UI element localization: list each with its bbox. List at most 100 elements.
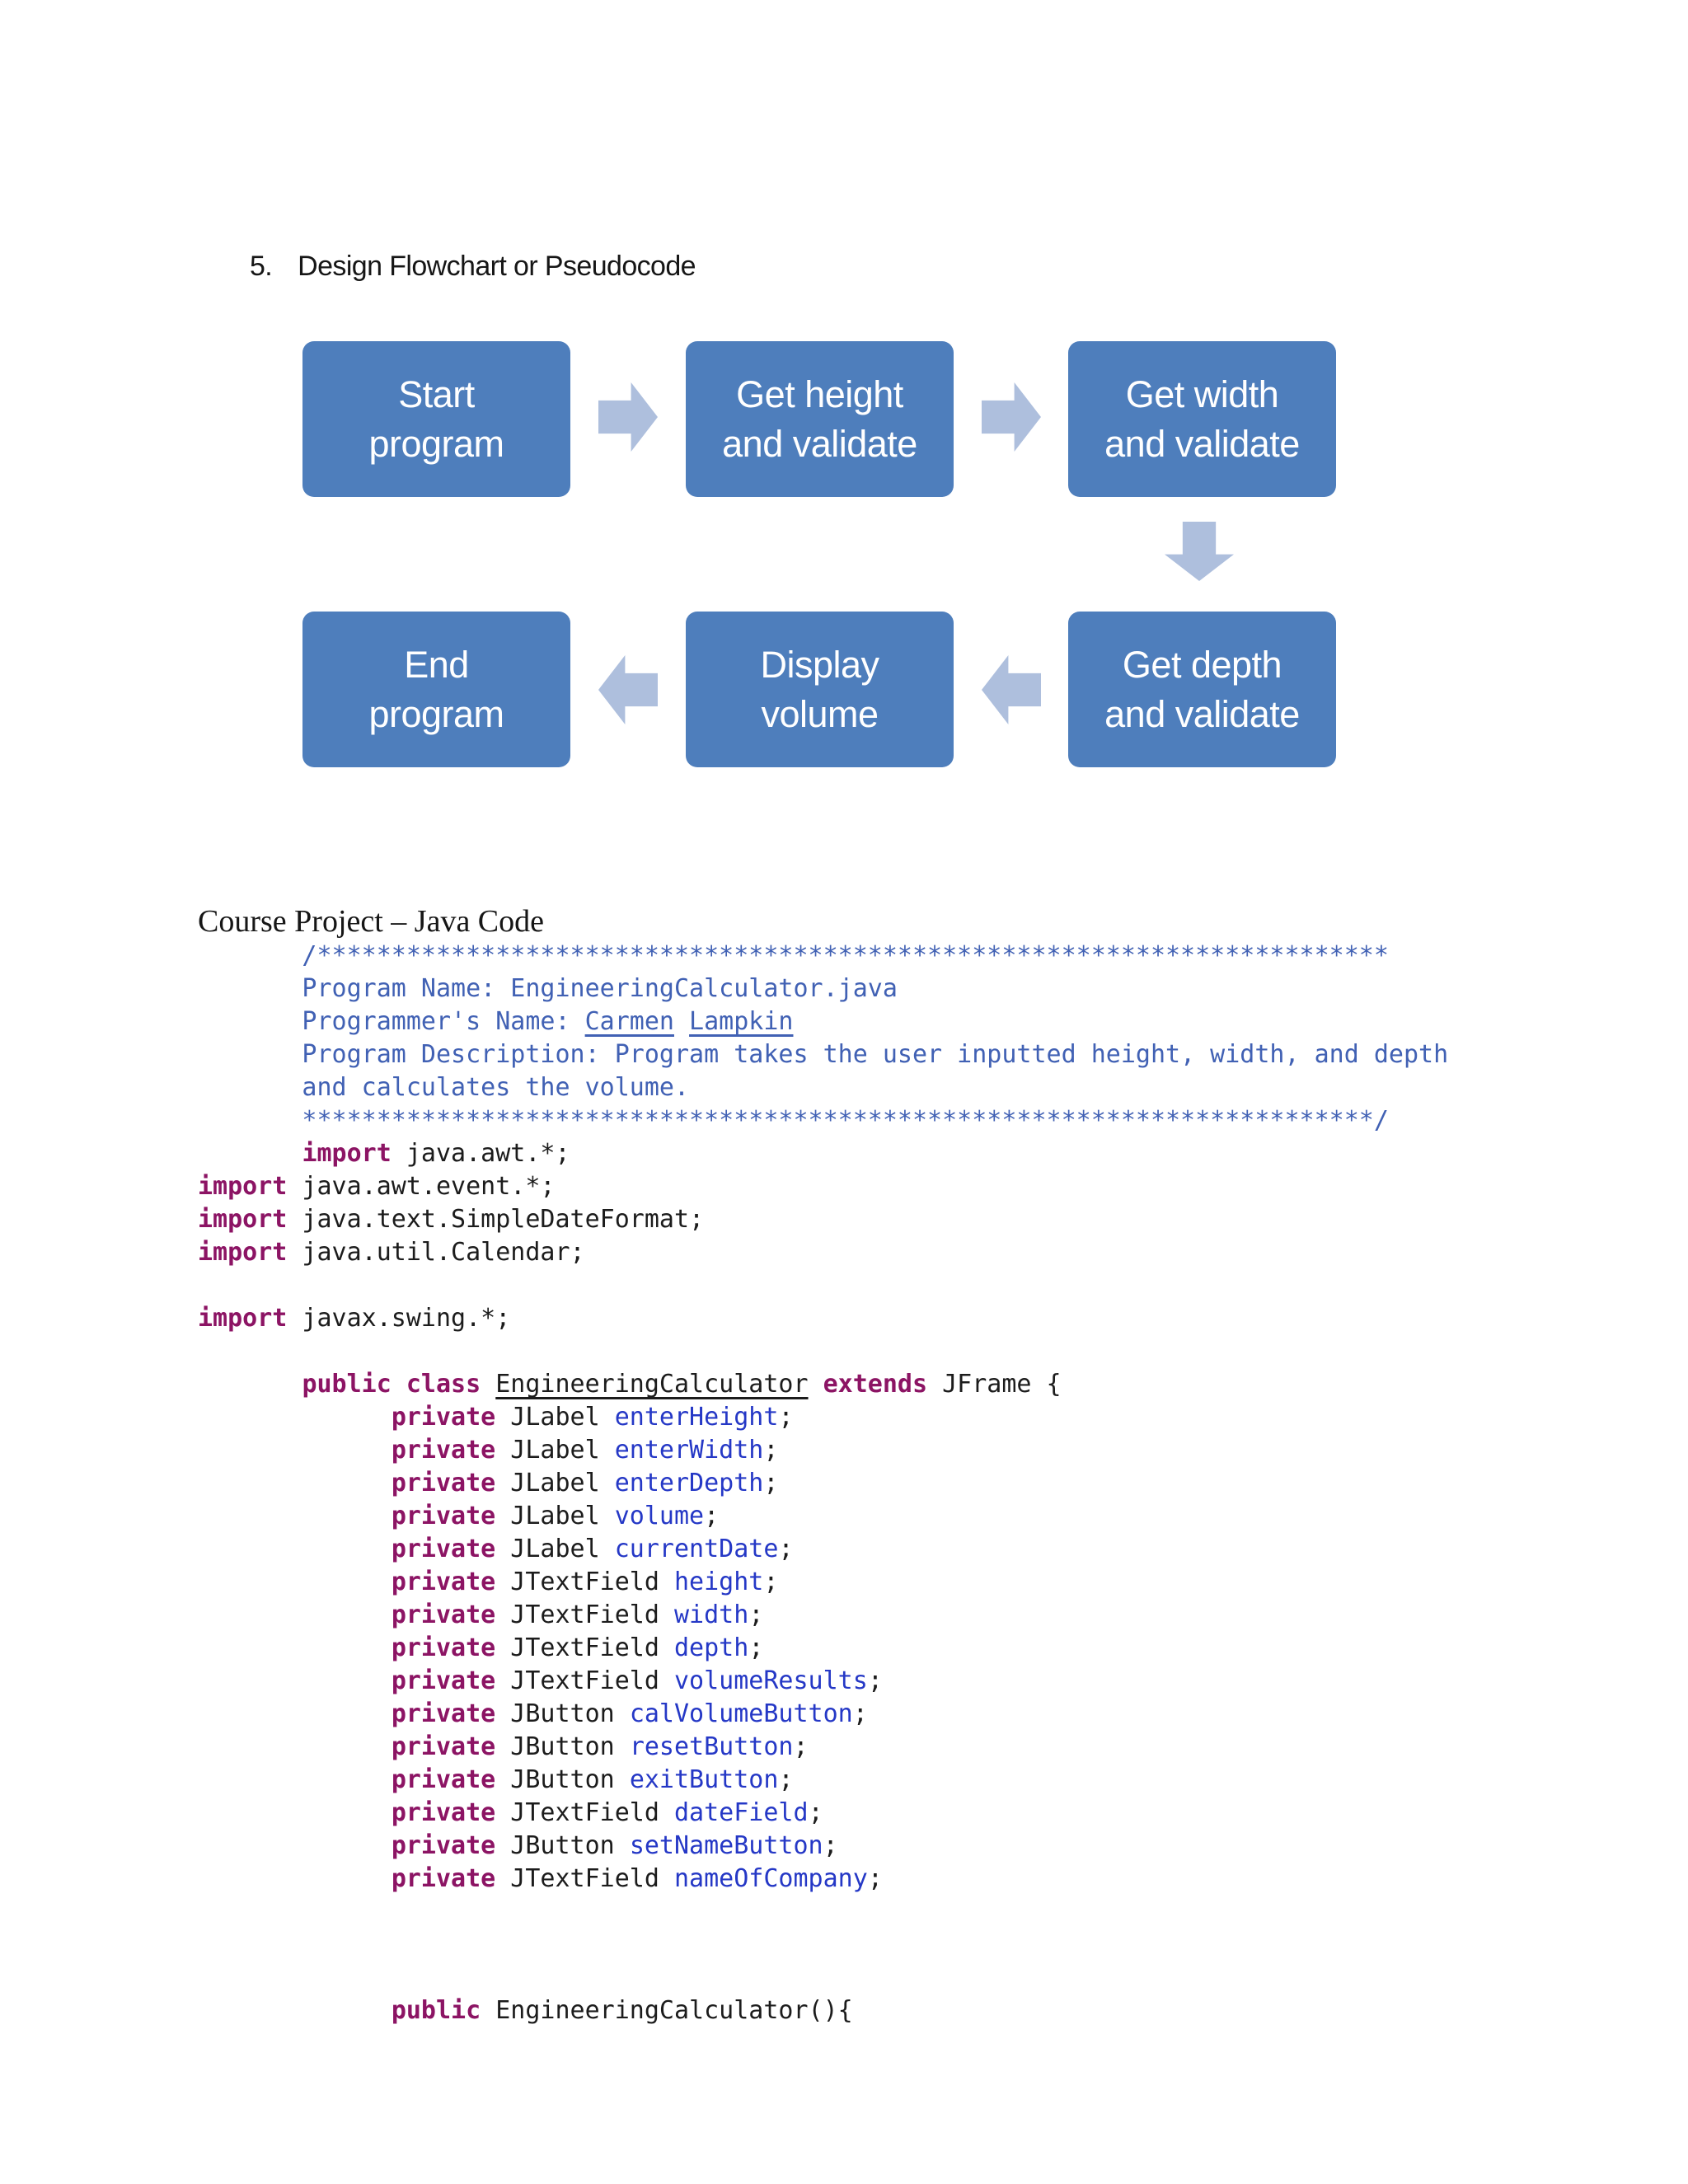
code-token xyxy=(198,1601,392,1629)
code-token: ; xyxy=(867,1666,883,1695)
code-token: ; xyxy=(808,1798,823,1827)
code-line: Program Name: EngineeringCalculator.java xyxy=(198,972,1448,1005)
code-token: ; xyxy=(823,1831,838,1860)
code-token: Lampkin xyxy=(689,1007,794,1036)
box-label-line: and validate xyxy=(722,422,917,465)
arrow-right-icon xyxy=(598,382,658,452)
code-token: ; xyxy=(852,1699,868,1728)
code-line: import java.util.Calendar; xyxy=(198,1236,1448,1269)
flowchart-box-start-program: Start program xyxy=(302,341,570,497)
code-token: JLabel xyxy=(495,1469,615,1497)
code-token: JFrame { xyxy=(927,1370,1062,1399)
code-token: JTextField xyxy=(495,1798,674,1827)
code-line: private JButton calVolumeButton; xyxy=(198,1698,1448,1731)
code-line: private JTextField dateField; xyxy=(198,1797,1448,1830)
code-line: public EngineeringCalculator(){ xyxy=(198,1994,1448,2027)
code-token xyxy=(198,1568,392,1596)
code-token: enterHeight xyxy=(614,1403,779,1432)
code-token xyxy=(481,1370,495,1399)
code-line: private JButton resetButton; xyxy=(198,1731,1448,1764)
code-token xyxy=(198,1798,392,1827)
code-token: JTextField xyxy=(495,1633,674,1662)
code-line: private JLabel enterDepth; xyxy=(198,1467,1448,1500)
box-label-line: and validate xyxy=(1104,422,1300,465)
code-token: JLabel xyxy=(495,1403,615,1432)
code-token: volumeResults xyxy=(674,1666,868,1695)
code-token: ; xyxy=(748,1633,764,1662)
code-token: JButton xyxy=(495,1732,630,1761)
code-token: volume xyxy=(614,1502,705,1530)
code-token: private xyxy=(391,1568,496,1596)
box-label-line: Get width xyxy=(1125,373,1279,415)
code-token: import xyxy=(302,1139,392,1168)
code-token: resetButton xyxy=(629,1732,794,1761)
heading-text: Design Flowchart or Pseudocode xyxy=(298,251,696,282)
code-line xyxy=(198,1335,1448,1368)
code-token: currentDate xyxy=(614,1535,779,1563)
code-line: ****************************************… xyxy=(198,1104,1448,1137)
code-line: private JLabel enterWidth; xyxy=(198,1434,1448,1467)
code-token: height xyxy=(674,1568,764,1596)
code-token xyxy=(198,1370,302,1399)
box-label-line: Get height xyxy=(736,373,903,415)
code-token: import xyxy=(198,1205,288,1234)
java-code-block: /***************************************… xyxy=(198,940,1448,2027)
code-token: private xyxy=(391,1403,496,1432)
heading-number: 5. xyxy=(250,251,273,282)
flowchart-box-get-depth: Get depth and validate xyxy=(1068,612,1336,767)
code-line: import java.awt.*; xyxy=(198,1137,1448,1170)
code-token: extends xyxy=(823,1370,928,1399)
code-token: Program Name: EngineeringCalculator.java xyxy=(198,974,898,1003)
arrow-right-icon xyxy=(982,382,1041,452)
code-token: java.awt.event.*; xyxy=(287,1172,556,1201)
code-token: JTextField xyxy=(495,1666,674,1695)
code-token: JLabel xyxy=(495,1502,615,1530)
arrow-left-icon xyxy=(982,655,1041,724)
code-token: private xyxy=(391,1436,496,1465)
code-token: JButton xyxy=(495,1699,630,1728)
code-line: private JButton exitButton; xyxy=(198,1764,1448,1797)
code-token: ; xyxy=(793,1732,809,1761)
box-label-line: volume xyxy=(761,692,879,735)
code-line: private JLabel volume; xyxy=(198,1500,1448,1533)
box-label-line: program xyxy=(368,422,504,465)
code-token: private xyxy=(391,1469,496,1497)
code-token xyxy=(198,1996,392,2025)
box-label-line: Display xyxy=(760,643,879,686)
code-token: Program Description: Program takes the u… xyxy=(198,1040,1449,1069)
code-token: import xyxy=(198,1238,288,1267)
code-token xyxy=(198,1502,392,1530)
code-token: JTextField xyxy=(495,1864,674,1893)
code-token: JTextField xyxy=(495,1568,674,1596)
code-token: public xyxy=(391,1996,481,2025)
code-line: private JButton setNameButton; xyxy=(198,1830,1448,1863)
code-token: ; xyxy=(763,1436,779,1465)
code-token: private xyxy=(391,1633,496,1662)
code-token: ; xyxy=(748,1601,764,1629)
flowchart-box-end-program: End program xyxy=(302,612,570,767)
code-token: ; xyxy=(778,1403,794,1432)
code-token xyxy=(198,1864,392,1893)
code-token xyxy=(198,1535,392,1563)
code-line xyxy=(198,1896,1448,1929)
code-token xyxy=(198,1666,392,1695)
code-token: EngineeringCalculator(){ xyxy=(481,1996,853,2025)
code-token: JButton xyxy=(495,1831,630,1860)
code-token xyxy=(809,1370,823,1399)
code-line: /***************************************… xyxy=(198,940,1448,972)
code-token: ; xyxy=(867,1864,883,1893)
code-token xyxy=(198,1139,302,1168)
code-token: Programmer's Name: xyxy=(198,1007,585,1036)
code-line: private JTextField nameOfCompany; xyxy=(198,1863,1448,1896)
section-heading: 5. Design Flowchart or Pseudocode xyxy=(250,251,696,283)
flowchart-box-get-height: Get height and validate xyxy=(686,341,954,497)
code-line xyxy=(198,1961,1448,1994)
arrow-left-icon xyxy=(598,655,658,724)
course-project-title: Course Project – Java Code xyxy=(198,904,545,939)
code-token xyxy=(198,1732,392,1761)
code-line: import javax.swing.*; xyxy=(198,1302,1448,1335)
code-line: private JTextField volumeResults; xyxy=(198,1665,1448,1698)
code-token: enterWidth xyxy=(614,1436,764,1465)
code-token: java.text.SimpleDateFormat; xyxy=(287,1205,705,1234)
code-token: public class xyxy=(302,1370,481,1399)
